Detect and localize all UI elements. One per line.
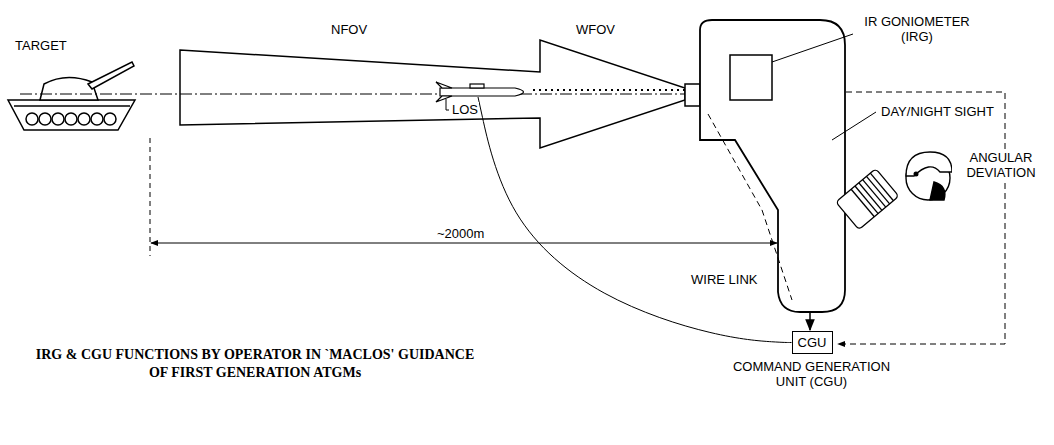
missile-wing	[470, 84, 484, 88]
irg-leader	[772, 34, 853, 62]
eyepiece-tube	[836, 169, 899, 230]
angular-deviation-path	[838, 92, 1005, 344]
missile-body	[440, 88, 524, 96]
wire-label: WIRE LINK	[690, 272, 758, 287]
target-label: TARGET	[14, 38, 68, 53]
eyepiece-ridge	[866, 176, 889, 204]
fov-label: NFOV	[330, 22, 368, 37]
tank-gun	[88, 62, 134, 89]
los-leader	[446, 99, 449, 110]
tank-wheel	[91, 113, 103, 125]
los-label: LOS	[451, 102, 479, 117]
operator-helmet	[906, 152, 952, 176]
eyepiece-ridge	[859, 183, 882, 211]
operator-head	[906, 152, 952, 200]
sight-window	[685, 84, 700, 106]
command-unit-box: CGUCOMMAND GENERATION UNIT (CGU)	[792, 331, 833, 354]
eyepiece-ridge	[870, 173, 893, 201]
tank-wheel	[78, 113, 90, 125]
los-line	[20, 94, 775, 95]
day-night-sight-housing	[700, 20, 845, 312]
tank-wheel	[26, 113, 38, 125]
wire-link-line	[478, 97, 792, 343]
signal-label: ANGULAR DEVIATION	[952, 150, 1050, 180]
target-tank	[8, 62, 135, 130]
tank-wheel	[52, 113, 64, 125]
dimension-line	[151, 243, 777, 244]
missile-fins	[436, 82, 452, 102]
box-caption: COMMAND GENERATION UNIT (CGU)	[727, 359, 897, 389]
operator-beard	[930, 182, 945, 200]
part-label: DAY/NIGHT SIGHT	[880, 104, 995, 119]
tank-wheel	[104, 113, 116, 125]
sight-to-cgu-arrow	[809, 312, 811, 330]
tank-track-line	[14, 105, 130, 107]
tank-wheels	[26, 113, 116, 125]
sight-leader	[832, 112, 876, 140]
ir-goniometer-box	[730, 55, 772, 100]
figure-caption: IRG & CGU FUNCTIONS BY OPERATOR IN `MACL…	[30, 346, 480, 382]
tank-hull	[8, 100, 135, 130]
operator-eye	[914, 172, 918, 176]
tank-wheel	[65, 113, 77, 125]
eyepiece-ridge	[863, 180, 886, 208]
wire-link	[478, 97, 792, 343]
fov-label: WFOV	[575, 22, 616, 37]
part-label: IR GONIOMETER (IRG)	[856, 14, 978, 44]
eyepiece-ridges	[851, 173, 893, 217]
tank-wheel	[39, 113, 51, 125]
eyepiece	[836, 169, 899, 230]
dimension-label: ~2000m	[436, 226, 485, 241]
box-label: CGU	[793, 332, 832, 350]
dimension-extension	[150, 138, 151, 256]
missile	[436, 82, 524, 102]
eyepiece-ridge	[851, 189, 874, 217]
eyepiece-ridge	[855, 186, 878, 214]
tank-turret	[40, 77, 98, 100]
